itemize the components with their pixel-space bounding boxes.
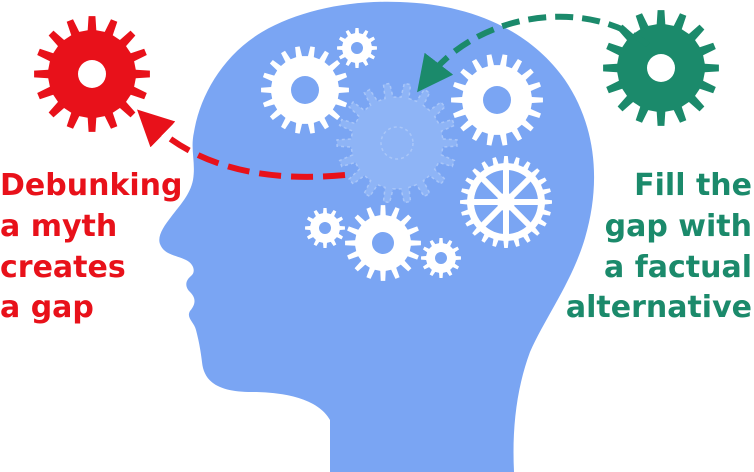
left-caption-line: a gap — [0, 290, 94, 326]
spoked-wheel-icon — [460, 156, 552, 248]
green-gear-icon — [603, 10, 719, 126]
small-gear-bottom-left-icon — [305, 208, 345, 248]
red-gear-icon — [34, 16, 150, 132]
left-caption-line: Debunking — [0, 168, 183, 203]
missing-gear-icon — [336, 82, 458, 204]
small-gear-bottom-right-icon — [421, 238, 461, 278]
small-top-gear-icon — [337, 28, 377, 68]
white-gear-bottom-icon — [345, 205, 421, 281]
right-caption-line: a factual — [604, 249, 752, 285]
right-caption-line: alternative — [565, 290, 752, 326]
right-caption-line: gap with — [604, 208, 752, 244]
right-caption-line: Fill the — [634, 168, 752, 203]
left-caption-line: a myth — [0, 208, 118, 244]
red-dashed-arrow — [137, 109, 346, 180]
right-caption: Fill the gap with a factual alternative — [566, 166, 752, 329]
white-gear-left-icon — [261, 46, 349, 134]
left-caption-line: creates — [0, 249, 126, 285]
white-gear-right-icon — [451, 54, 543, 146]
green-dashed-arrow — [417, 13, 650, 93]
left-caption: Debunking a myth creates a gap — [0, 166, 183, 329]
